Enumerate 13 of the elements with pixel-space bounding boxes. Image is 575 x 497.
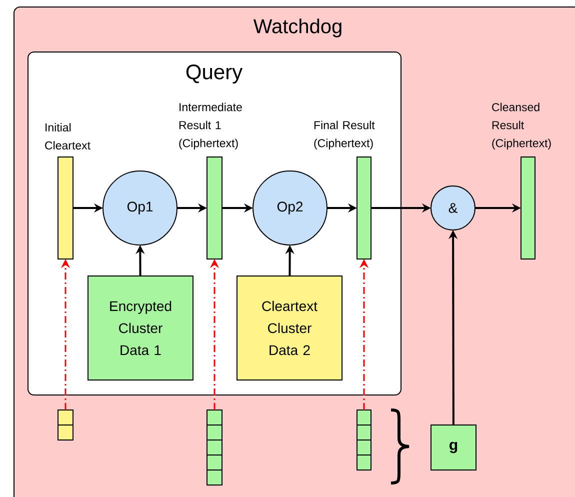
- data-box: Cleartext Cluster Data 2: [236, 276, 342, 380]
- node-label: Cleansed Result (Ciphertext): [492, 102, 551, 150]
- node-label: Final Result (Ciphertext): [314, 120, 375, 150]
- cell-stack: [206, 410, 222, 486]
- data-bar: Initial Cleartext: [45, 123, 90, 260]
- node-label: Intermediate Result 1 (Ciphertext): [179, 102, 242, 150]
- cell-stack: [356, 410, 372, 470]
- data-box: g: [430, 424, 476, 470]
- cell-stack: [58, 410, 74, 440]
- data-bar: Intermediate Result 1 (Ciphertext): [179, 102, 242, 260]
- data-box: Encrypted Cluster Data 1: [88, 276, 194, 380]
- node-label: Initial Cleartext: [45, 123, 90, 150]
- data-bar: Cleansed Result (Ciphertext): [492, 102, 551, 260]
